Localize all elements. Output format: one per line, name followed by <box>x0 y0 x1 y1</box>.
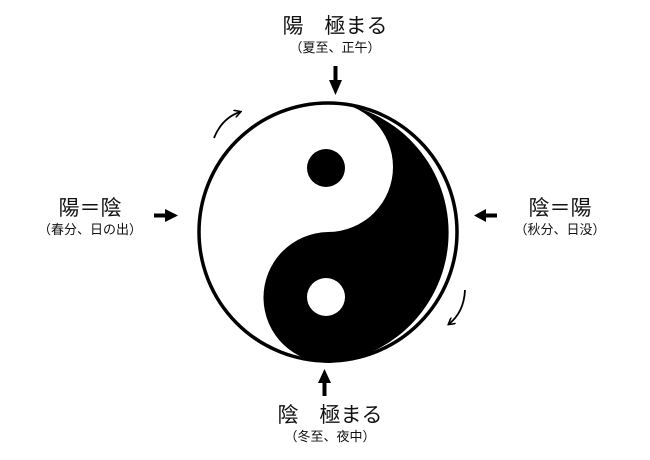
label-spring-equinox: 陽＝陰 （春分、日の出） <box>10 196 170 238</box>
label-top-main: 陽 極まる <box>282 14 388 38</box>
label-winter-solstice: 陰 極まる （冬至、夜中） <box>230 403 430 445</box>
arrow-up-icon <box>318 369 331 396</box>
label-left-main: 陽＝陰 <box>58 196 122 220</box>
label-summer-solstice: 陽 極まる （夏至、正午） <box>235 14 435 56</box>
label-right-sub: （秋分、日没） <box>514 223 606 238</box>
label-bottom-sub: （冬至、夜中） <box>284 430 376 445</box>
outer-circle <box>197 101 459 363</box>
label-autumn-equinox: 陰＝陽 （秋分、日没） <box>490 196 630 238</box>
rotation-arrow-top-left-icon <box>213 112 240 139</box>
label-left-sub: （春分、日の出） <box>37 223 142 238</box>
rotation-arrow-bottom-right-icon <box>449 289 466 324</box>
yin-dot-in-yang <box>307 149 345 187</box>
arrow-left-icon <box>474 209 497 222</box>
arrow-right-icon <box>154 209 178 222</box>
arrow-down-icon <box>329 66 342 95</box>
yang-dot-in-yin <box>307 278 345 316</box>
label-right-main: 陰＝陽 <box>528 196 592 220</box>
label-top-sub: （夏至、正午） <box>289 41 381 56</box>
label-bottom-main: 陰 極まる <box>277 403 383 427</box>
